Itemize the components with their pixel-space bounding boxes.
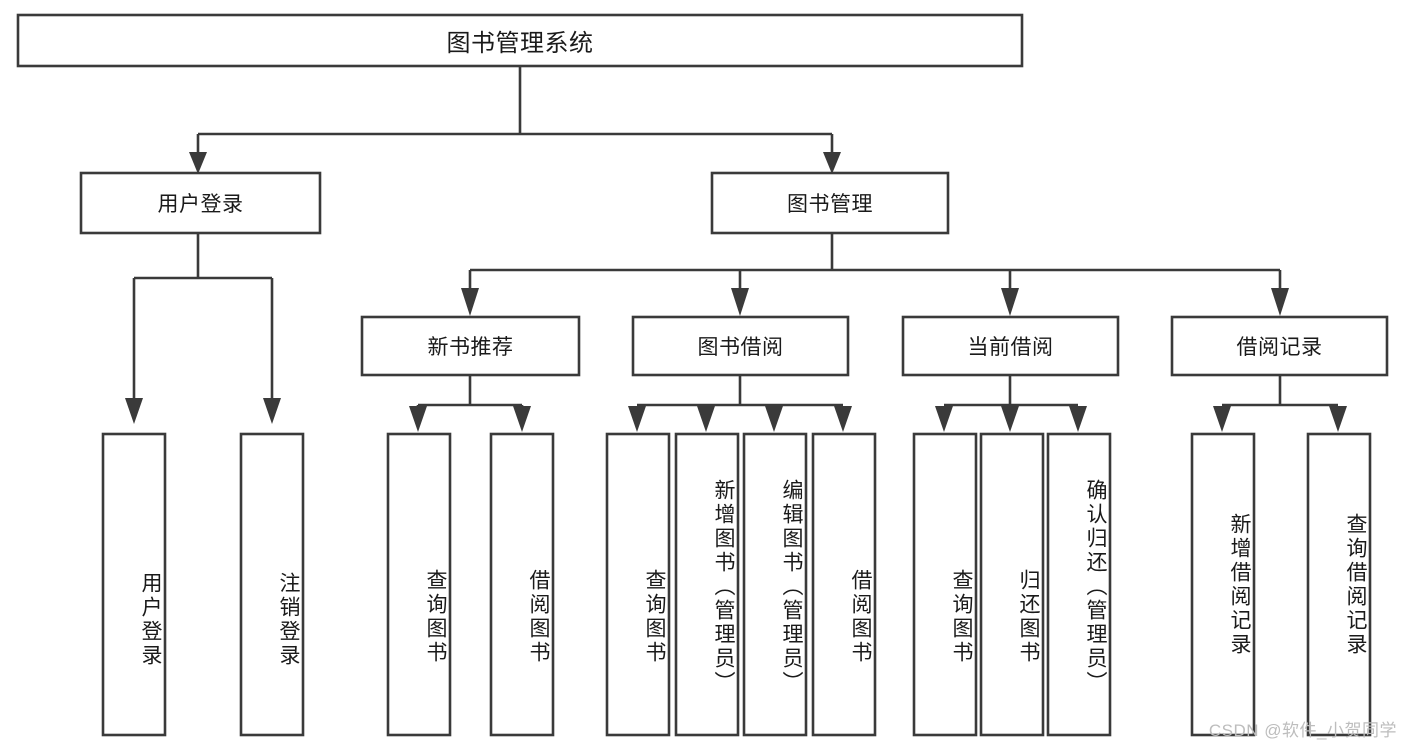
arrow-to-leaf-1 <box>125 398 143 424</box>
arrow-to-leaf-2 <box>263 398 281 424</box>
arrow-to-login <box>189 152 207 174</box>
node-box-leaf-9[interactable] <box>912 432 978 737</box>
node-box-leaf-3[interactable] <box>386 432 452 737</box>
node-box-root[interactable] <box>16 13 1024 68</box>
node-box-leaf-5[interactable] <box>605 432 671 737</box>
arrow-to-leaf-6 <box>697 406 715 432</box>
arrow-to-newbook <box>461 288 479 316</box>
arrow-to-leaf-11 <box>1069 406 1087 432</box>
arrow-to-leaf-7 <box>765 406 783 432</box>
node-box-bookmgmt[interactable] <box>710 171 950 235</box>
node-box-leaf-8[interactable] <box>811 432 877 737</box>
arrow-to-records <box>1271 288 1289 316</box>
arrow-to-leaf-8 <box>834 406 852 432</box>
arrow-to-borrow <box>731 288 749 316</box>
node-box-leaf-6[interactable] <box>674 432 740 737</box>
arrow-to-leaf-12 <box>1213 406 1231 432</box>
arrow-to-leaf-3 <box>409 406 427 432</box>
node-box-leaf-10[interactable] <box>979 432 1045 737</box>
arrow-to-leaf-13 <box>1329 406 1347 432</box>
node-box-leaf-12[interactable] <box>1190 432 1256 737</box>
node-box-newbook[interactable] <box>360 315 581 377</box>
node-boxes <box>16 13 1389 737</box>
arrow-to-leaf-5 <box>628 406 646 432</box>
node-box-leaf-13[interactable] <box>1306 432 1372 737</box>
node-box-borrow[interactable] <box>631 315 850 377</box>
node-box-leaf-1[interactable] <box>101 432 167 737</box>
node-box-leaf-2[interactable] <box>239 432 305 737</box>
arrow-to-current <box>1001 288 1019 316</box>
node-box-leaf-7[interactable] <box>742 432 808 737</box>
arrow-to-leaf-4 <box>513 406 531 432</box>
node-box-leaf-11[interactable] <box>1046 432 1112 737</box>
node-box-records[interactable] <box>1170 315 1389 377</box>
node-box-current[interactable] <box>901 315 1120 377</box>
arrow-to-leaf-10 <box>1001 406 1019 432</box>
node-box-leaf-4[interactable] <box>489 432 555 737</box>
node-box-login[interactable] <box>79 171 322 235</box>
connectors <box>125 66 1347 432</box>
arrow-to-leaf-9 <box>935 406 953 432</box>
arrow-to-bookmgmt <box>823 152 841 174</box>
